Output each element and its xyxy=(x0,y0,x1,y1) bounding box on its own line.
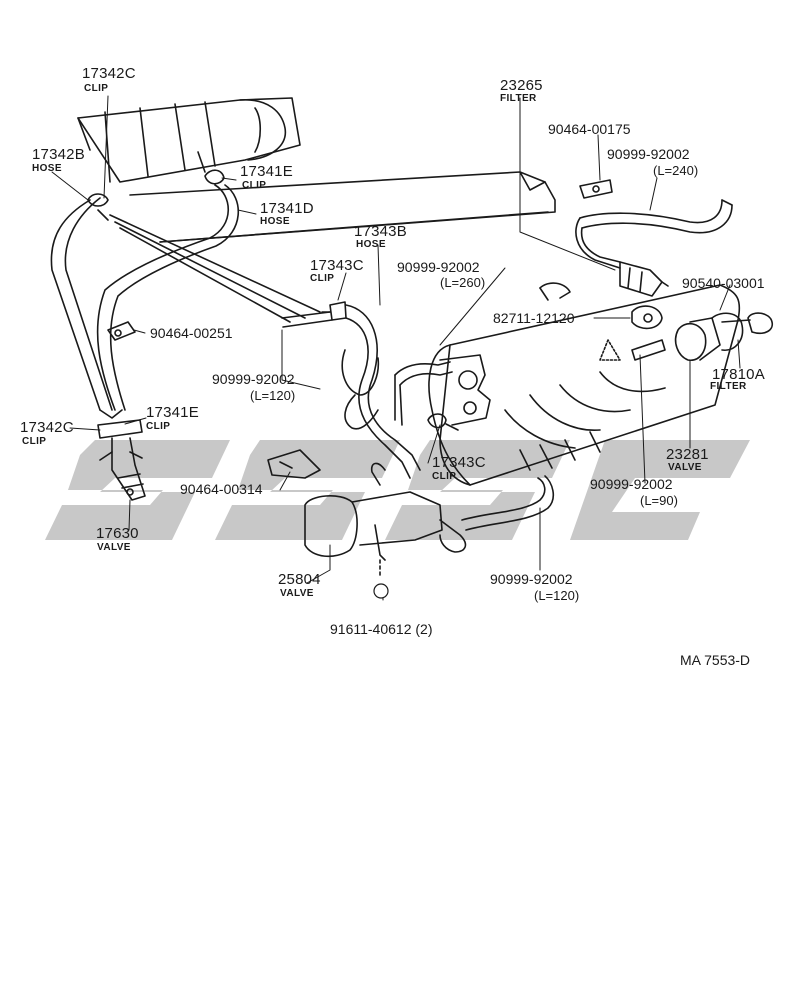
label-17341E-bottom-name: CLIP xyxy=(146,421,171,432)
label-90464-00314: 90464-00314 xyxy=(180,481,263,497)
label-90999-L240-number: 90999-92002 xyxy=(607,146,690,162)
label-17342C-top-name: CLIP xyxy=(84,83,109,94)
vacuum-rods xyxy=(109,214,321,323)
label-90999-L120b-number: 90999-92002 xyxy=(490,571,573,587)
label-17341E-bottom-number: 17341E xyxy=(146,404,199,421)
engine-block-outline xyxy=(129,171,556,243)
label-23265-number: 23265 xyxy=(500,77,543,94)
label-17343C-bottom-name: CLIP xyxy=(432,471,457,482)
label-17630-number: 17630 xyxy=(96,525,139,542)
watermark-logo xyxy=(45,440,750,540)
label-17343C-top-name: CLIP xyxy=(310,273,335,284)
label-23281-name: VALVE xyxy=(668,462,702,473)
label-90999-L260-length: (L=260) xyxy=(440,275,486,290)
bracket-90464-00314 xyxy=(267,449,321,479)
label-17341D-number: 17341D xyxy=(260,200,314,217)
label-90999-L120b-length: (L=120) xyxy=(534,588,580,603)
label-90999-L120a-number: 90999-92002 xyxy=(212,371,295,387)
label-91611-40612: 91611-40612 (2) xyxy=(330,621,433,637)
label-17342C-bottom-number: 17342C xyxy=(20,419,74,436)
clip-17343C-bottom xyxy=(427,413,459,431)
clip-17343C-top xyxy=(321,301,347,321)
hose-90999-L90 xyxy=(631,339,666,361)
label-90464-00175: 90464-00175 xyxy=(548,121,631,137)
hose-17342B xyxy=(50,197,113,411)
label-90540-03001: 90540-03001 xyxy=(682,275,765,291)
label-90999-L240-length: (L=240) xyxy=(653,163,699,178)
bolt-91611-40612 xyxy=(373,559,389,599)
filter-17810A xyxy=(711,312,774,351)
clip-90464-00175 xyxy=(579,179,613,199)
label-17343C-top-number: 17343C xyxy=(310,257,364,274)
label-90999-L90-number: 90999-92002 xyxy=(590,476,673,492)
surge-tank xyxy=(428,282,741,486)
label-17342B-number: 17342B xyxy=(32,146,85,163)
label-25804-name: VALVE xyxy=(280,588,314,599)
label-23265-name: FILTER xyxy=(500,93,537,104)
label-17630-name: VALVE xyxy=(97,542,131,553)
hose-90999-L120-left xyxy=(341,349,380,430)
filter-23265 xyxy=(619,261,669,297)
leader-lines xyxy=(51,95,741,601)
clip-82711-12120 xyxy=(631,305,663,330)
label-17343C-bottom-number: 17343C xyxy=(432,454,486,471)
label-17341E-top-name: CLIP xyxy=(242,180,267,191)
intake-tube xyxy=(77,97,301,183)
hose-90999-L240 xyxy=(575,199,733,269)
label-90999-L260-number: 90999-92002 xyxy=(397,259,480,275)
label-17342C-top-number: 17342C xyxy=(82,65,136,82)
label-17810A-number: 17810A xyxy=(712,366,765,383)
hose-90999-L260 xyxy=(394,361,453,426)
valve-17630 xyxy=(97,409,146,501)
label-17343B-name: HOSE xyxy=(356,239,386,250)
label-17343B-number: 17343B xyxy=(354,223,407,240)
label-90464-00251: 90464-00251 xyxy=(150,325,233,341)
clip-90464-00251 xyxy=(107,321,136,341)
label-82711-12120: 82711-12120 xyxy=(493,310,575,326)
label-17341D-name: HOSE xyxy=(260,216,290,227)
label-17341E-top-number: 17341E xyxy=(240,163,293,180)
label-23281-number: 23281 xyxy=(666,446,709,463)
hose-17343B xyxy=(281,304,421,479)
label-17810A-name: FILTER xyxy=(710,381,747,392)
label-90999-L90-length: (L=90) xyxy=(640,493,678,508)
label-17342B-name: HOSE xyxy=(32,163,62,174)
label-90999-L120a-length: (L=120) xyxy=(250,388,296,403)
label-25804-number: 25804 xyxy=(278,571,321,588)
diagram-code: MA 7553-D xyxy=(680,652,751,668)
valve-25804 xyxy=(304,462,467,561)
hose-90999-L120-right xyxy=(461,475,555,531)
hose-17341D xyxy=(96,184,239,411)
clip-17342C-top xyxy=(87,193,109,221)
label-17342C-bottom-name: CLIP xyxy=(22,436,47,447)
valve-23281 xyxy=(674,317,721,361)
